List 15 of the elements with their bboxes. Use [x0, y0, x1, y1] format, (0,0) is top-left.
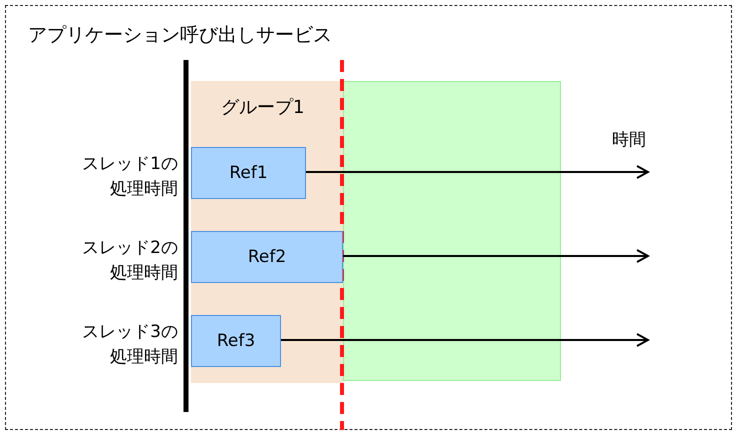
service-frame	[5, 5, 732, 430]
group-label: グループ1	[221, 96, 304, 119]
process-bar: Ref2	[191, 231, 343, 283]
thread-label: スレッド1の処理時間	[81, 153, 178, 201]
group-area	[191, 81, 343, 383]
highlight-area	[343, 81, 561, 381]
axis-label: 時間	[612, 129, 647, 152]
frame-title: アプリケーション呼び出しサービス	[28, 23, 332, 48]
thread-label: スレッド3の処理時間	[81, 321, 178, 369]
thread-label: スレッド2の処理時間	[81, 237, 178, 285]
arrow	[342, 249, 649, 263]
arrow	[280, 333, 649, 347]
process-bar: Ref1	[191, 147, 306, 199]
arrow	[305, 165, 649, 179]
process-bar: Ref3	[191, 315, 281, 367]
